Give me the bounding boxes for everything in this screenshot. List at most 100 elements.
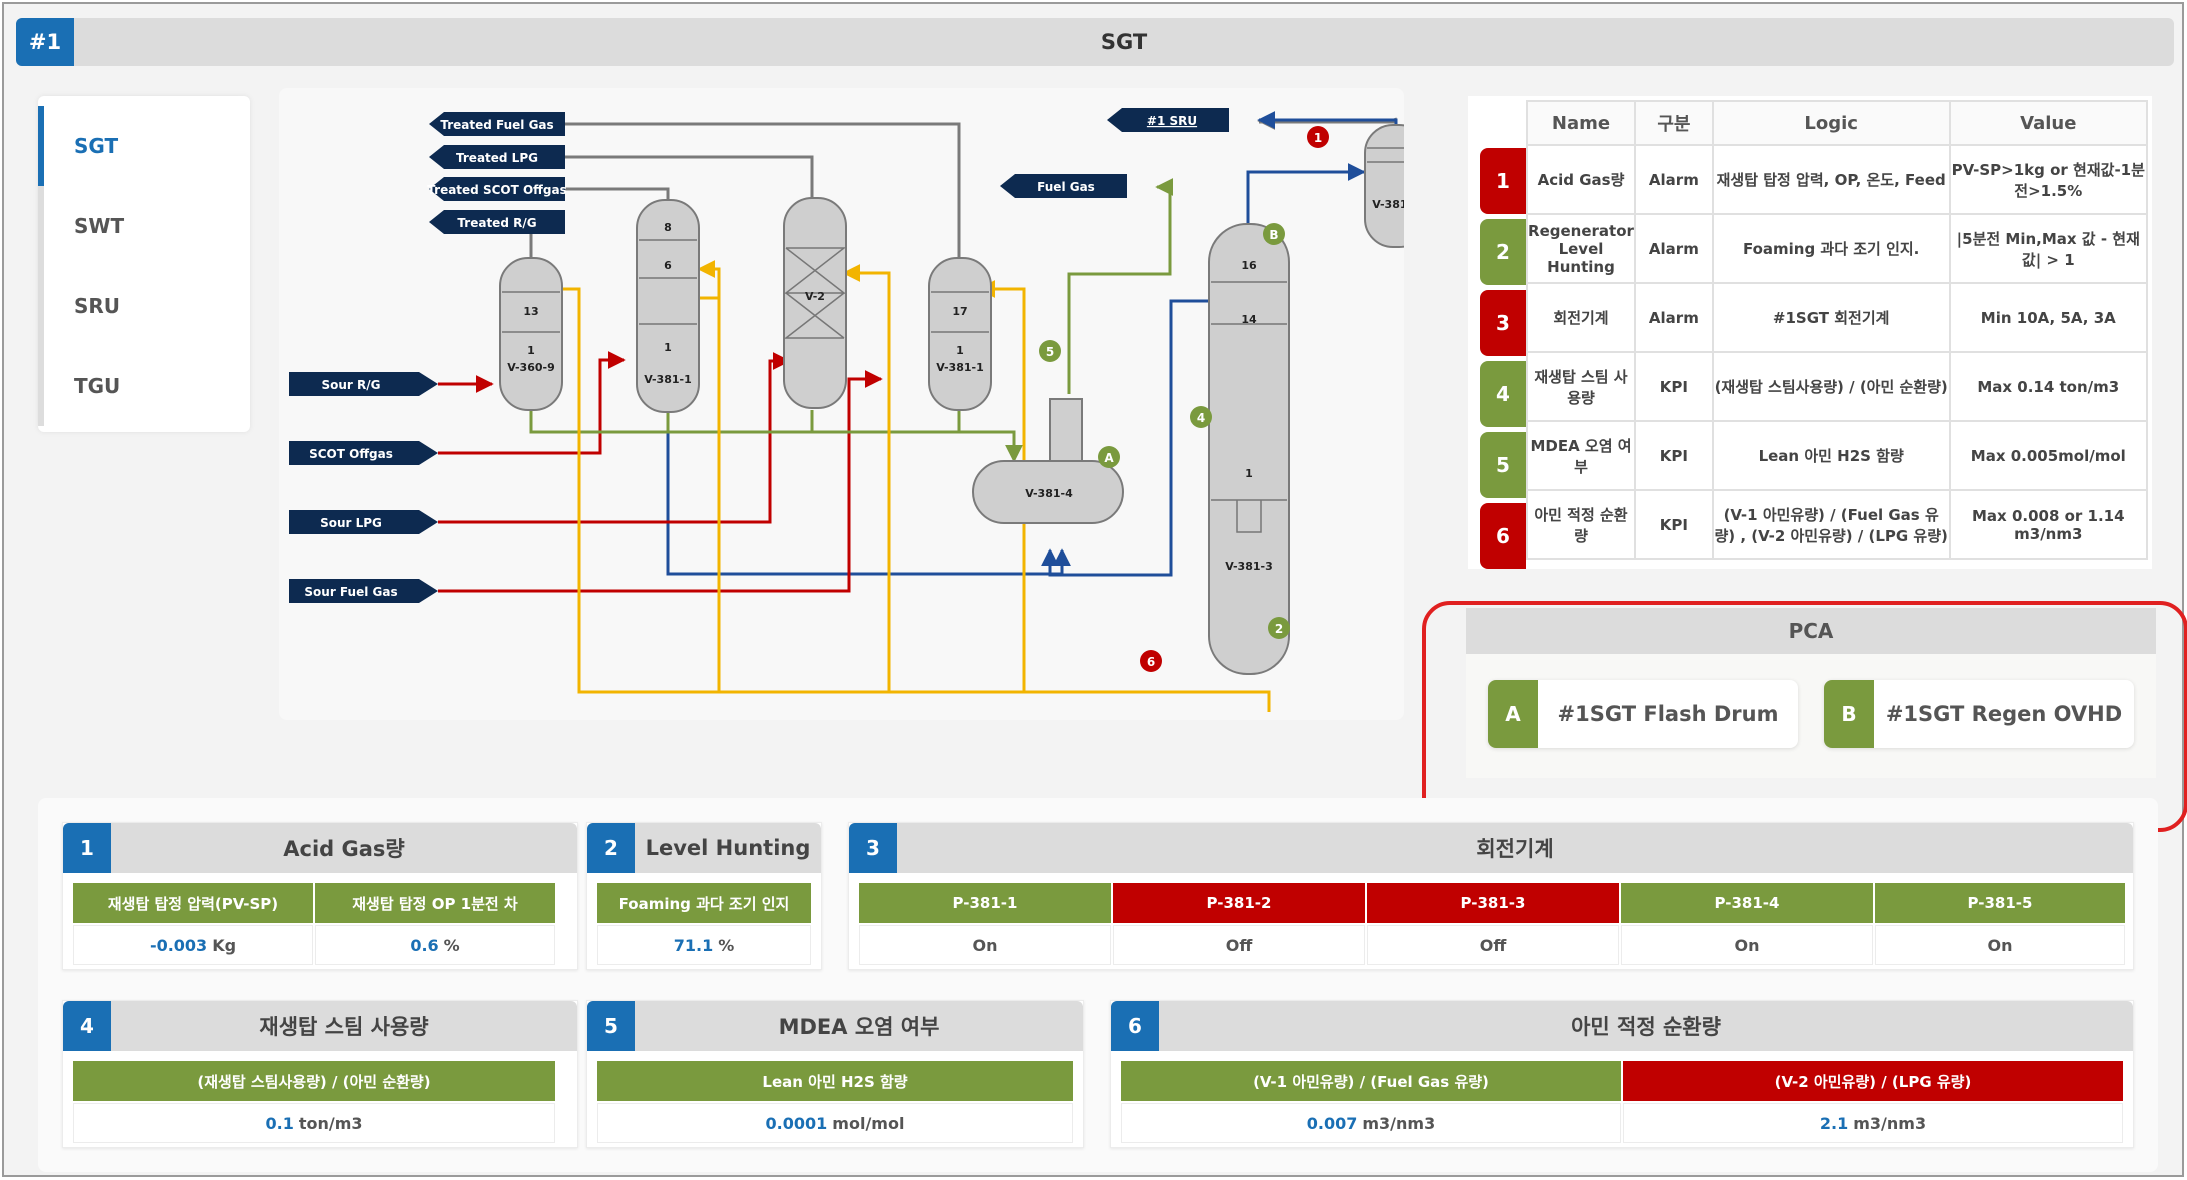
card-title: Acid Gas량 — [283, 837, 405, 861]
marker-5-label: 5 — [1046, 345, 1054, 359]
sour-fuel-gas-tag — [289, 579, 438, 603]
logic-row-number: 5 — [1480, 432, 1526, 498]
logic-cell-value: PV-SP>1kg or 현재값-1분전>1.5% — [1948, 144, 2149, 215]
marker-1[interactable] — [1307, 126, 1329, 148]
pump-state: On — [859, 925, 1111, 965]
logic-cell-value: Max 0.008 or 1.14 m3/nm3 — [1948, 489, 2149, 560]
kpi-value-number: 2.1 — [1819, 1113, 1849, 1133]
vessel-v-381-4 — [972, 460, 1124, 524]
pump-state: Off — [1113, 925, 1365, 965]
marker-6[interactable] — [1140, 650, 1162, 672]
treated-rg-label: Treated R/G — [457, 216, 536, 230]
marker-4-label: 4 — [1197, 411, 1205, 425]
kpi-value-number: 71.1 — [673, 935, 714, 955]
marker-a-label: A — [1104, 451, 1114, 465]
card-number: 5 — [587, 1001, 635, 1051]
kpi-value-unit: m3/nm3 — [1853, 1113, 1927, 1133]
logic-row-number: 1 — [1480, 148, 1526, 214]
treated-lpg-tag — [429, 145, 565, 169]
card-title: 아민 적정 순환량 — [1571, 1015, 1721, 1039]
tray-label: 1 — [664, 341, 672, 354]
pca-label-flash-drum: #1SGT Flash Drum — [1557, 702, 1779, 726]
vessel-label: V-381-1 — [644, 373, 691, 386]
logic-cell-value: Max 0.005mol/mol — [1948, 420, 2149, 491]
col-header-logic: Logic — [1711, 100, 1951, 146]
page-title: SGT — [1100, 30, 1148, 54]
process-flow-svg: Treated Fuel Gas Treated LPG Treated SCO… — [289, 108, 1404, 712]
col-header-type: 구분 — [1633, 100, 1714, 146]
logic-cell-type: KPI — [1633, 420, 1714, 491]
logic-cell-value: Min 10A, 5A, 3A — [1948, 282, 2149, 353]
kpi-label: (재생탑 스팀사용량) / (아민 순환량) — [73, 1061, 555, 1101]
pump-label: P-381-4 — [1621, 883, 1873, 923]
pca-card-regen-ovhd[interactable]: B #1SGT Regen OVHD — [1824, 680, 2134, 748]
treated-rg-tag — [429, 210, 565, 234]
pump-label: P-381-3 — [1367, 883, 1619, 923]
vessel-v-381-3 — [1208, 223, 1290, 675]
kpi-value-unit: % — [443, 935, 460, 955]
fuel-gas-label: Fuel Gas — [1037, 180, 1095, 194]
logic-cell-name: 아민 적정 순환량 — [1526, 489, 1636, 560]
marker-2[interactable] — [1268, 617, 1290, 639]
logic-row-number: 4 — [1480, 361, 1526, 427]
sidebar-item-sru[interactable]: SRU — [38, 266, 250, 346]
card-number: 2 — [587, 823, 635, 873]
logic-cell-type: Alarm — [1633, 282, 1714, 353]
pump-state: Off — [1367, 925, 1619, 965]
logic-cell-name: MDEA 오염 여부 — [1526, 420, 1636, 491]
line-treated-fuel-gas — [442, 115, 961, 262]
pca-card-flash-drum[interactable]: A #1SGT Flash Drum — [1488, 680, 1798, 748]
vessel-v-2 — [783, 197, 847, 409]
treated-lpg-label: Treated LPG — [456, 151, 538, 165]
kpi-label: Lean 아민 H2S 함량 — [597, 1061, 1073, 1101]
marker-4[interactable] — [1190, 406, 1212, 428]
fuel-gas-tag — [1000, 174, 1127, 198]
vessel-v-381-1-b — [928, 257, 992, 411]
kpi-value-unit: % — [718, 935, 735, 955]
logic-row-number: 2 — [1480, 219, 1526, 285]
sidebar-item-swt[interactable]: SWT — [38, 186, 250, 266]
tray-label: 16 — [1241, 259, 1257, 272]
pca-letter-a: A — [1488, 680, 1538, 748]
unit-badge: #1 — [16, 18, 74, 66]
sidebar-item-tgu[interactable]: TGU — [38, 346, 250, 426]
kpi-value-unit: ton/m3 — [298, 1113, 363, 1133]
marker-b[interactable] — [1263, 223, 1285, 245]
v-381-4-boot — [1049, 398, 1083, 462]
treated-fuel-gas-label: Treated Fuel Gas — [440, 118, 553, 132]
kpi-label: 재생탑 탑정 OP 1분전 차 — [315, 883, 555, 923]
pump-state: On — [1621, 925, 1873, 965]
treated-scot-label: Treated SCOT Offgas — [427, 183, 566, 197]
logic-row-number: 3 — [1480, 290, 1526, 356]
page-header: #1 SGT — [16, 18, 2174, 66]
tray-label: 1 — [956, 344, 964, 357]
input-tags: Sour R/G SCOT Offgas Sour LPG Sour Fuel … — [289, 372, 438, 603]
sour-lpg-label: Sour LPG — [320, 516, 382, 530]
pump-label: P-381-1 — [859, 883, 1111, 923]
scot-offgas-tag — [289, 441, 438, 465]
sour-rg-label: Sour R/G — [322, 378, 381, 392]
logic-cell-logic: Foaming 과다 조기 인지. — [1711, 213, 1951, 284]
card-number: 6 — [1111, 1001, 1159, 1051]
pump-label: P-381-5 — [1875, 883, 2125, 923]
marker-a[interactable] — [1098, 446, 1120, 468]
card-title: 회전기계 — [1476, 837, 1554, 861]
marker-5[interactable] — [1039, 340, 1061, 362]
sidebar-item-sgt[interactable]: SGT — [38, 106, 250, 186]
logic-cell-type: KPI — [1633, 489, 1714, 560]
logic-cell-name: 재생탑 스팀 사용량 — [1526, 351, 1636, 422]
kpi-value-number: 0.1 — [265, 1113, 294, 1133]
kpi-value-number: 0.0001 — [765, 1113, 828, 1133]
tray-label: 13 — [523, 305, 538, 318]
